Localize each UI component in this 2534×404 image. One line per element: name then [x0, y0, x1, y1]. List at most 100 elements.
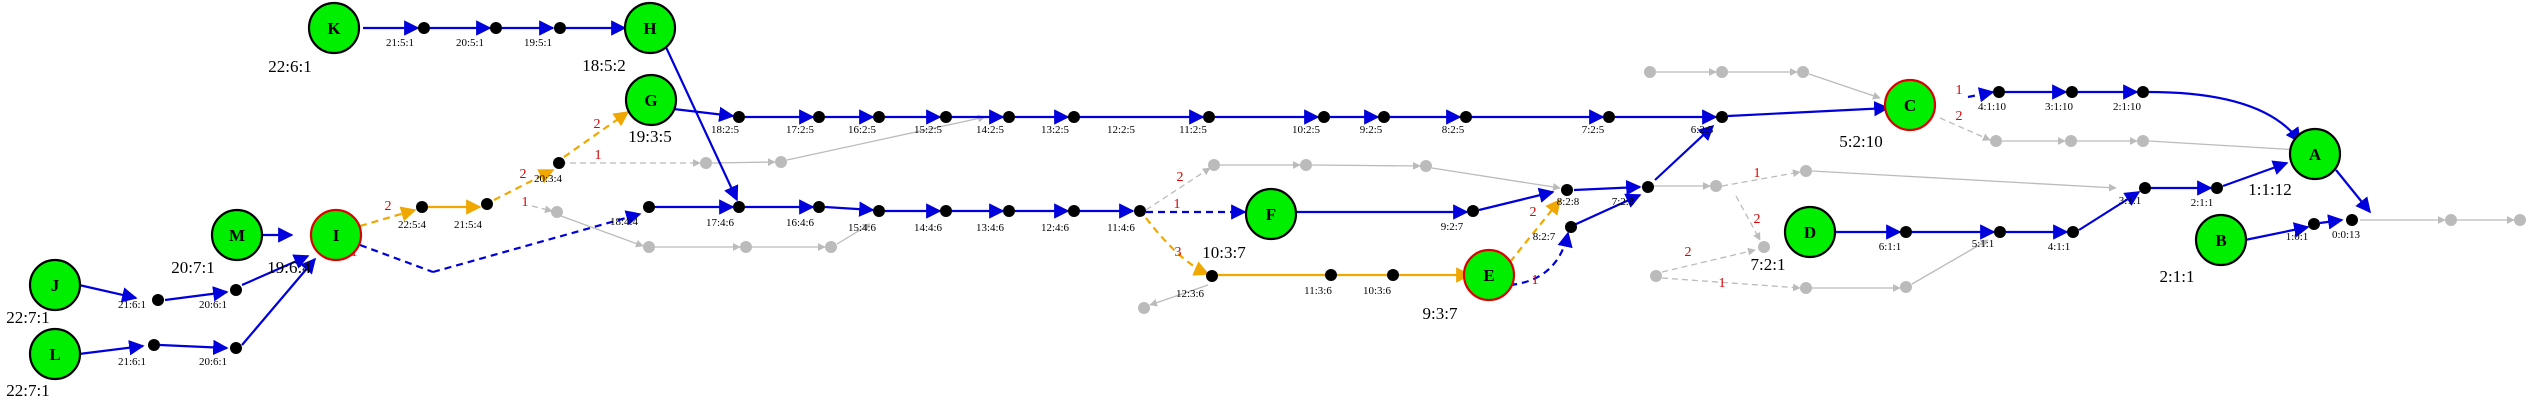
small-label: 12:3:6	[1176, 288, 1205, 300]
edge-weight: 1	[1956, 83, 1963, 98]
blue-edge	[2222, 160, 2289, 188]
small-node-g6	[1068, 111, 1080, 123]
grey-edge	[1811, 170, 2117, 192]
edge-weight: 1	[595, 148, 602, 163]
small-node-f2	[1561, 184, 1573, 196]
small-node-g4	[940, 111, 952, 123]
small-node-f4	[1642, 181, 1654, 193]
edge-weight: 3	[1175, 245, 1182, 260]
small-label: 0:0:13	[2332, 229, 2361, 241]
small-label: 16:2:5	[848, 124, 877, 136]
blue-edge	[1573, 193, 1642, 227]
node-M-sub: 20:7:1	[171, 258, 214, 277]
blue-edge	[2078, 191, 2141, 231]
node-M-label: M	[229, 226, 245, 245]
node-A[interactable]: A 1:1:12	[2248, 127, 2342, 199]
blue-edge	[2148, 90, 2301, 144]
grey-node	[775, 156, 787, 168]
small-label: 15:2:5	[914, 124, 943, 136]
node-I-sub: 19:6:4	[267, 258, 311, 277]
node-F[interactable]: F 10:3:7	[1202, 187, 1298, 262]
small-node-j1	[152, 294, 164, 306]
small-label: 14:2:5	[976, 124, 1005, 136]
small-node-k1	[418, 22, 430, 34]
small-node-d4	[2139, 182, 2151, 194]
node-G[interactable]: G 19:3:5	[624, 73, 678, 146]
small-node-g1	[733, 111, 745, 123]
grey-node	[1990, 135, 2002, 147]
blue-edge	[2319, 214, 2344, 230]
node-B[interactable]: B 2:1:1	[2160, 213, 2248, 286]
node-C[interactable]: C 5:2:10	[1839, 78, 1937, 151]
small-node-h4	[873, 205, 885, 217]
small-label: 5:1:1	[1972, 238, 1995, 250]
node-G-label: G	[644, 91, 657, 110]
small-label: 3:1:1	[2119, 195, 2142, 207]
blue-edge	[1573, 179, 1642, 196]
small-node-g2	[813, 111, 825, 123]
edge-weight: 1	[1754, 166, 1761, 181]
edge-weight: 1	[1719, 276, 1726, 291]
grey-edge	[836, 223, 871, 245]
small-node-e3	[1387, 269, 1399, 281]
small-label: 13:2:5	[1041, 124, 1070, 136]
edge-weight: 1	[1174, 197, 1181, 212]
node-D[interactable]: D 7:2:1	[1751, 205, 1837, 274]
node-A-sub: 1:1:12	[2248, 180, 2291, 199]
small-label: 21:5:4	[454, 219, 483, 231]
grey-edge	[2148, 140, 2301, 154]
small-label: 10:2:5	[1292, 124, 1321, 136]
small-node-e1	[1206, 270, 1218, 282]
small-node-i1	[416, 201, 428, 213]
blue-edge	[664, 44, 739, 202]
edge-weight: 2	[1956, 109, 1963, 124]
small-label: 21:6:1	[118, 356, 146, 368]
small-node-h2	[733, 201, 745, 213]
node-L[interactable]: L 22:7:1	[6, 327, 82, 400]
grey-node	[1710, 180, 1722, 192]
small-label: 9:2:5	[1360, 124, 1383, 136]
small-node-j2	[230, 284, 242, 296]
small-label: 16:4:6	[786, 217, 815, 229]
node-I[interactable]: I 19:6:4	[267, 208, 363, 277]
grey-edge	[1735, 195, 1761, 241]
small-node-g5	[1003, 111, 1015, 123]
grey-edge	[531, 205, 553, 214]
small-node-g12	[1716, 111, 1728, 123]
small-node-l2	[230, 342, 242, 354]
grey-node	[825, 241, 837, 253]
small-label: 20:6:1	[199, 356, 227, 368]
grey-node	[2445, 214, 2457, 226]
node-H[interactable]: H 18:5:2	[582, 1, 677, 75]
node-L-label: L	[49, 345, 60, 364]
node-B-label: B	[2215, 231, 2226, 250]
small-label: 11:3:6	[1304, 285, 1332, 297]
small-label: 20:3:4	[534, 173, 563, 185]
small-node-d1	[1900, 226, 1912, 238]
grey-node	[643, 241, 655, 253]
node-M[interactable]: M 20:7:1	[171, 208, 264, 277]
grey-node	[1800, 165, 1812, 177]
small-label: 12:2:5	[1107, 124, 1136, 136]
grey-node	[1797, 66, 1809, 78]
small-node-c2	[2066, 86, 2078, 98]
small-node-f3	[1565, 221, 1577, 233]
big-nodes: K 22:6:1 H 18:5:2 G 19:3:5 M 20:7:1 I 19…	[6, 1, 2342, 400]
node-E[interactable]: E 9:3:7	[1423, 248, 1516, 323]
small-label: 2:1:10	[2113, 101, 2142, 113]
small-node-h6	[1003, 205, 1015, 217]
small-node-c3	[2137, 86, 2149, 98]
small-node-g7	[1203, 111, 1215, 123]
node-J[interactable]: J 22:7:1	[6, 258, 82, 327]
small-label: 6:1:1	[1879, 241, 1902, 253]
node-K[interactable]: K 22:6:1	[268, 1, 361, 76]
node-C-sub: 5:2:10	[1839, 132, 1882, 151]
grey-edge	[1661, 277, 1801, 292]
blue-edge	[78, 283, 138, 303]
grey-node	[740, 241, 752, 253]
edge-weight: 2	[520, 167, 527, 182]
small-label: 7:2:8	[1612, 196, 1635, 208]
small-node-h1	[643, 201, 655, 213]
small-label: 10:3:6	[1363, 285, 1392, 297]
small-node-h3	[813, 201, 825, 213]
